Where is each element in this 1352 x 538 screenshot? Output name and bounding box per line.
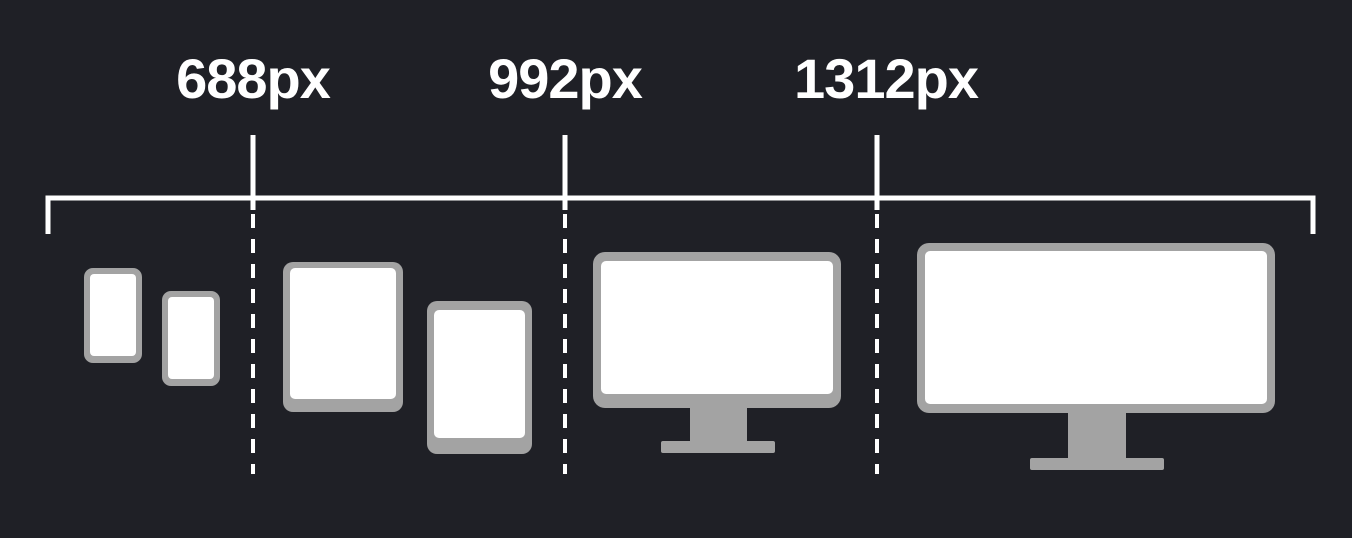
large-monitor-icon	[917, 243, 1275, 470]
breakpoint-label-1312: 1312px	[794, 47, 979, 110]
breakpoint-label-688: 688px	[176, 47, 331, 110]
tablet-icon	[427, 301, 532, 454]
desktop-monitor-icon	[593, 252, 841, 453]
breakpoint-label-992: 992px	[488, 47, 643, 110]
tablet-icon	[283, 262, 403, 412]
range-bracket	[45, 195, 1316, 234]
phone-icon	[84, 268, 142, 363]
phone-icon	[162, 291, 220, 386]
